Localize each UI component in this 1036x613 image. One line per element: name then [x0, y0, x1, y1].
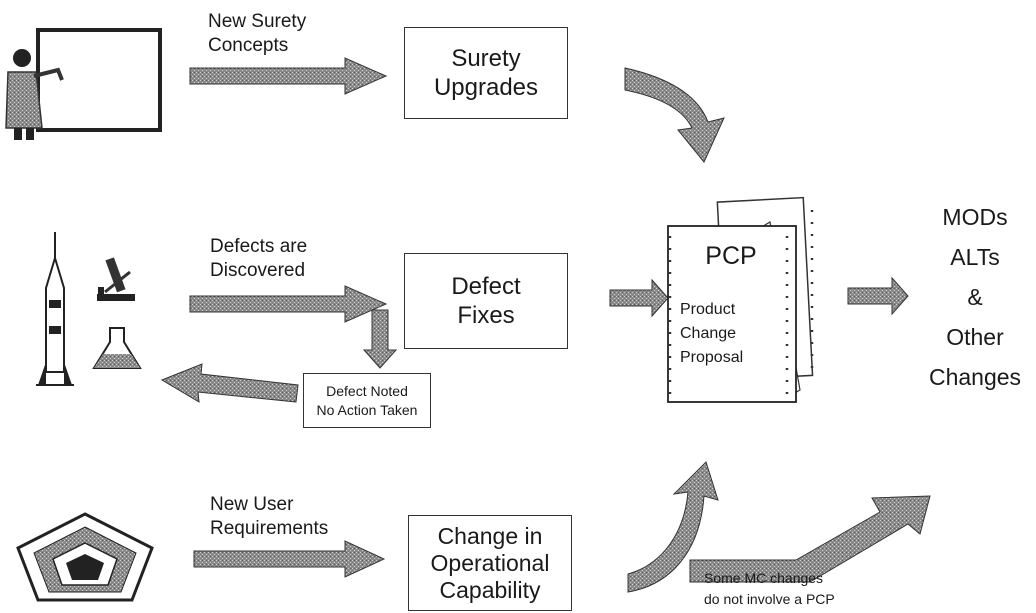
- label-line: Defects are: [210, 236, 308, 257]
- arrow-down-to-defect-noted: [362, 309, 398, 369]
- label-line: Concepts: [208, 35, 289, 56]
- box-line: Change in: [437, 522, 543, 549]
- label-line: Discovered: [210, 260, 306, 281]
- arrow-pcp-to-outputs: [847, 276, 909, 316]
- box-line: No Action Taken: [316, 401, 418, 418]
- label-line: Some MC changes: [704, 570, 824, 586]
- output-item: Other: [946, 324, 1004, 350]
- box-line: Defect: [451, 273, 521, 300]
- arrow-requirements-to-change: [193, 540, 386, 578]
- label-new-user-requirements: New User Requirements: [210, 493, 328, 541]
- box-line: Upgrades: [433, 74, 539, 101]
- output-item: Changes: [928, 364, 1022, 390]
- label-line: New Surety: [208, 11, 307, 32]
- box-line: Defect Noted: [326, 382, 408, 399]
- pcp-description: Product Change Proposal: [680, 298, 780, 370]
- arrow-noted-back-left: [160, 363, 299, 403]
- box-change-operational-capability: Change in Operational Capability: [408, 515, 572, 611]
- output-item: &: [967, 284, 983, 310]
- label-defects-discovered: Defects are Discovered: [210, 235, 307, 283]
- rocket-icon: [36, 232, 74, 386]
- pcp-title: PCP: [705, 242, 757, 270]
- box-defect-fixes: Defect Fixes: [404, 253, 568, 349]
- pcp-line: Product: [680, 301, 736, 318]
- arrow-defects-to-fixes: [189, 285, 388, 323]
- pcp-line: Change: [680, 325, 737, 342]
- microscope-icon: [97, 257, 135, 301]
- box-line: Capability: [439, 576, 541, 603]
- outputs-list: MODs ALTs & Other Changes: [925, 197, 1025, 397]
- output-item: ALTs: [950, 244, 1000, 270]
- curved-arrow-change-to-pcp: [627, 461, 719, 593]
- box-surety-upgrades: Surety Upgrades: [404, 27, 568, 119]
- label-some-mc-changes: Some MC changes do not involve a PCP: [704, 568, 835, 610]
- label-line: Requirements: [210, 518, 329, 539]
- label-line: do not involve a PCP: [704, 591, 835, 607]
- flask-icon: [92, 327, 142, 369]
- curved-arrow-surety-to-pcp: [624, 67, 725, 163]
- arrow-fixes-to-pcp: [609, 278, 669, 318]
- pcp-line: Proposal: [680, 349, 744, 366]
- label-new-surety-concepts: New Surety Concepts: [208, 10, 306, 58]
- presenter-icon: [5, 28, 162, 140]
- pcp-document-icon: [667, 196, 814, 403]
- box-line: Surety: [451, 45, 521, 72]
- arrow-concepts-to-surety: [189, 57, 388, 95]
- box-defect-noted: Defect Noted No Action Taken: [303, 373, 431, 428]
- box-line: Operational: [430, 549, 550, 576]
- label-line: New User: [210, 494, 294, 515]
- output-item: MODs: [942, 204, 1008, 230]
- pentagon-icon: [16, 512, 154, 602]
- arrow-bypass-to-outputs: [689, 495, 931, 583]
- box-line: Fixes: [457, 302, 515, 329]
